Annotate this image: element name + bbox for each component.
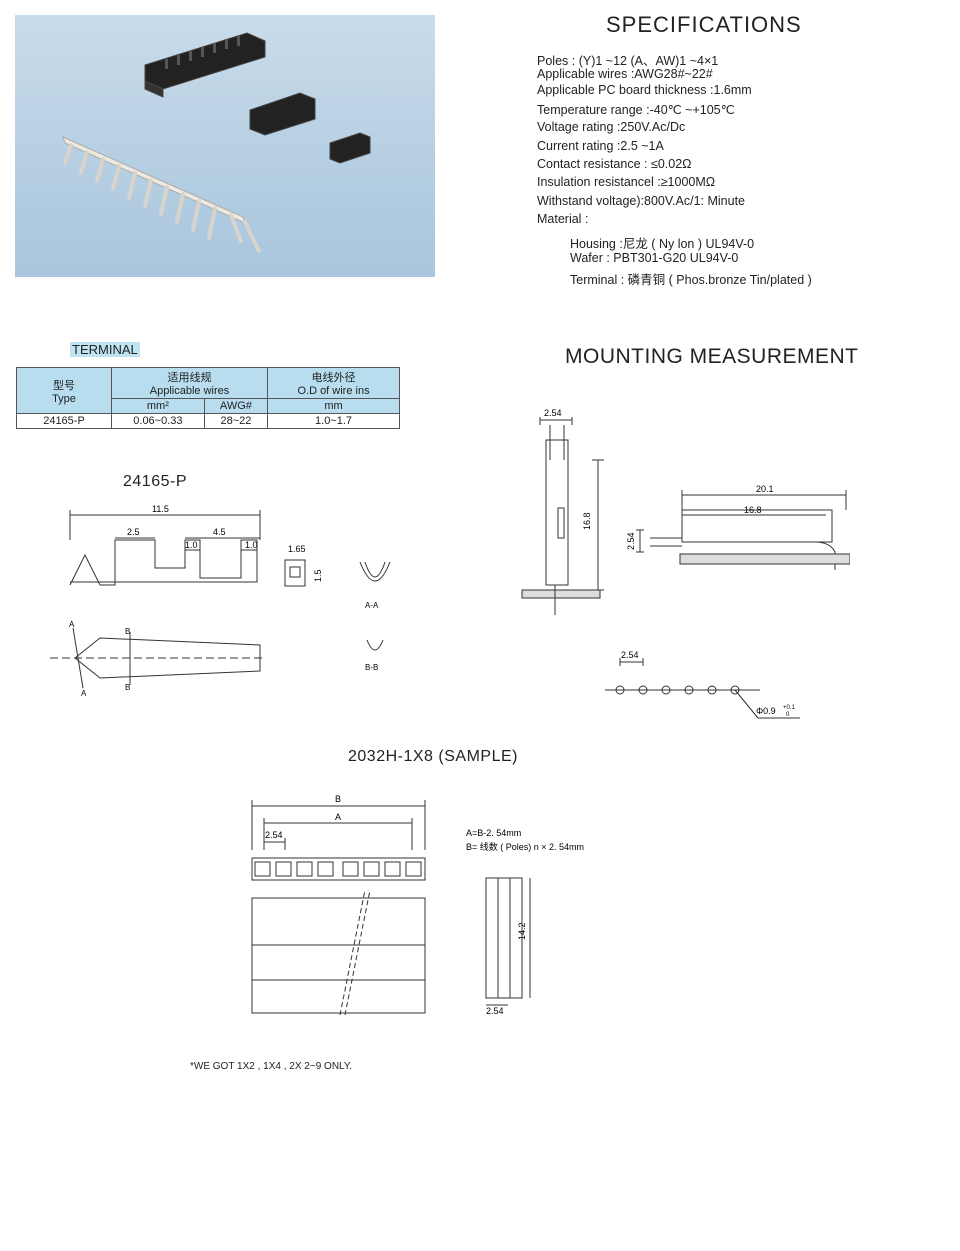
formula-b: B= 线数 ( Poles) n × 2. 54mm bbox=[466, 841, 584, 852]
label-bb: B-B bbox=[365, 663, 378, 672]
dim-hole: Φ0.9 bbox=[756, 706, 776, 716]
dim-b: 4.5 bbox=[213, 527, 226, 537]
mounting-drawing: 2.54 16.8 20.1 16.8 2.54 2.54 Φ0.9 +0.1 … bbox=[521, 408, 850, 719]
label-a-top: A bbox=[69, 620, 75, 629]
spec-wafer: Wafer : PBT301-G20 UL94V-0 bbox=[570, 251, 739, 265]
dim-f: 1.5 bbox=[313, 569, 323, 582]
dim-side: 2.54 bbox=[626, 532, 636, 550]
spec-wires: Applicable wires :AWG28#~22# bbox=[537, 67, 713, 81]
formula-a: A=B-2. 54mm bbox=[466, 828, 521, 838]
dim-pitch2: 2.54 bbox=[621, 650, 639, 660]
dim-len1: 20.1 bbox=[756, 484, 774, 494]
dim-total: 11.5 bbox=[152, 504, 169, 514]
dim-sample-width: 2.54 bbox=[486, 1006, 504, 1016]
spec-contact-resistance: Contact resistance : ≤0.02Ω bbox=[537, 157, 692, 171]
mounting-title: MOUNTING MEASUREMENT bbox=[565, 345, 859, 368]
connector-photo-illustration bbox=[62, 32, 371, 253]
dim-B: B bbox=[335, 794, 341, 804]
spec-withstand: Withstand voltage):800V.Ac/1: Minute bbox=[537, 194, 745, 208]
spec-housing: Housing :尼龙 ( Ny lon ) UL94V-0 bbox=[570, 237, 755, 251]
availability-note: *WE GOT 1X2 , 1X4 , 2X 2~9 ONLY. bbox=[190, 1061, 353, 1072]
dim-tol0: 0 bbox=[786, 712, 790, 718]
spec-temperature: Temperature range :-40℃ ~+105℃ bbox=[537, 103, 735, 117]
spec-material: Material : bbox=[537, 212, 589, 226]
sample-title: 2032H-1X8 (SAMPLE) bbox=[348, 748, 518, 765]
header-mm: mm bbox=[267, 398, 400, 414]
terminal-label: TERMINAL bbox=[70, 342, 140, 357]
dim-tol: +0.1 bbox=[783, 705, 796, 711]
dim-a: 2.5 bbox=[127, 527, 140, 537]
dim-d: 1.0 bbox=[245, 540, 258, 550]
terminal-drawing-title: 24165-P bbox=[123, 473, 187, 490]
specifications-title: SPECIFICATIONS bbox=[606, 12, 802, 37]
label-a-bottom: A bbox=[81, 689, 87, 698]
header-mm2: mm² bbox=[111, 398, 205, 414]
spec-voltage: Voltage rating :250V.Ac/Dc bbox=[537, 120, 686, 134]
spec-current: Current rating :2.5 ~1A bbox=[537, 139, 664, 153]
cell-mm: 1.0~1.7 bbox=[267, 413, 400, 429]
cell-mm2: 0.06~0.33 bbox=[111, 413, 205, 429]
label-b-bottom: B bbox=[125, 683, 130, 692]
label-aa: A-A bbox=[365, 601, 379, 610]
spec-insulation: Insulation resistancel :≥1000MΩ bbox=[537, 175, 716, 189]
cell-awg: 28~22 bbox=[203, 413, 269, 429]
product-photo bbox=[15, 15, 435, 277]
spec-poles: Poles : (Y)1 ~12 (A、AW)1 ~4×1 bbox=[537, 54, 719, 68]
dim-len2: 16.8 bbox=[744, 505, 762, 515]
terminal-drawing: 11.5 2.5 4.5 1.0 1.0 1.65 1.5 A-A B-B A … bbox=[50, 504, 391, 698]
dim-sample-height: 14.2 bbox=[517, 922, 527, 940]
label-b-top: B bbox=[125, 627, 130, 636]
dim-height: 16.8 bbox=[582, 512, 592, 530]
sample-drawing: B A 2.54 14.2 2.54 A=B-2. 54mm B= 线数 ( P… bbox=[251, 794, 584, 1016]
dim-sample-pitch: 2.54 bbox=[265, 830, 283, 840]
header-awg: AWG# bbox=[203, 398, 269, 414]
spec-terminal: Terminal : 磷青铜 ( Phos.bronze Tin/plated … bbox=[570, 273, 812, 287]
dim-e: 1.65 bbox=[288, 544, 306, 554]
dim-c: 1.0 bbox=[185, 540, 198, 550]
dim-A: A bbox=[335, 812, 341, 822]
cell-type: 24165-P bbox=[16, 413, 112, 429]
dim-pitch: 2.54 bbox=[544, 408, 562, 418]
spec-pcb: Applicable PC board thickness :1.6mm bbox=[537, 83, 752, 97]
